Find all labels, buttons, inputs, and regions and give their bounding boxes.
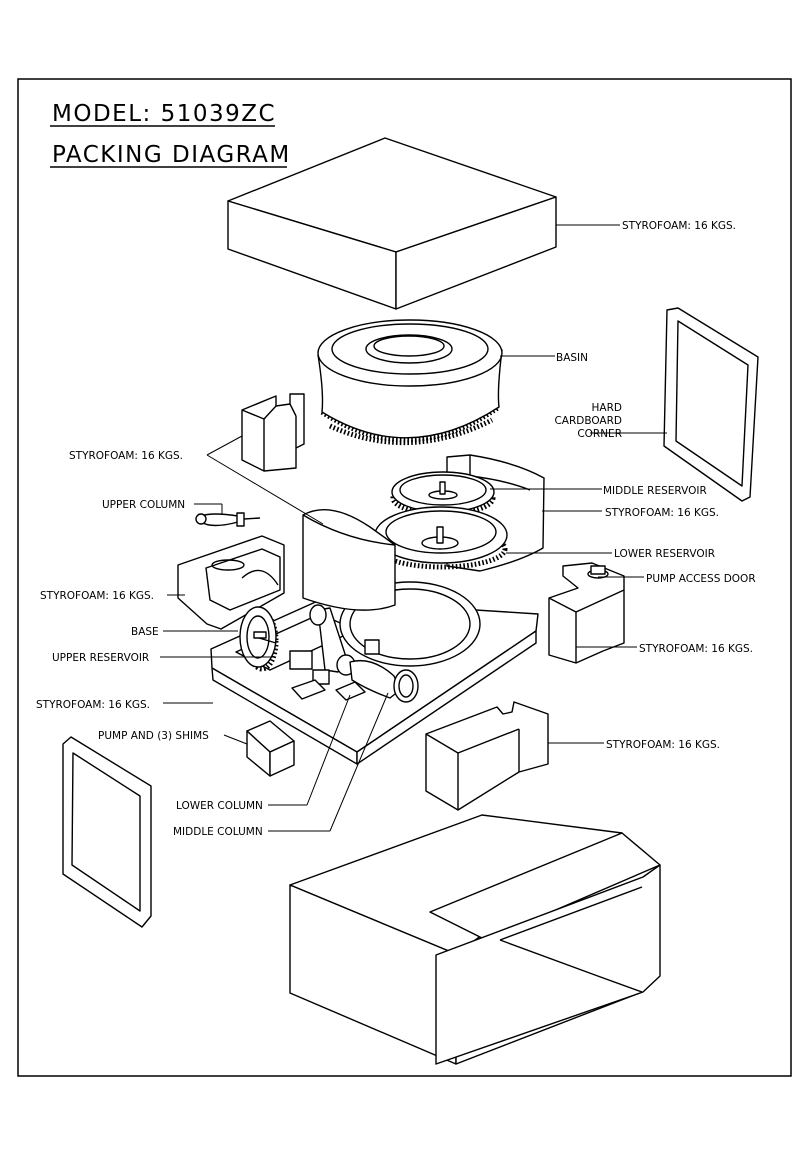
model-title: MODEL: 51039ZC bbox=[52, 101, 276, 127]
label-pump-and-shims: PUMP AND (3) SHIMS bbox=[98, 730, 209, 742]
label-base: BASE bbox=[131, 626, 159, 638]
label-middle-reservoir: MIDDLE RESERVOIR bbox=[603, 485, 707, 497]
leader-lines bbox=[160, 224, 667, 832]
label-styrofoam-top: STYROFOAM: 16 KGS. bbox=[622, 220, 736, 232]
styrofoam-left-corner-block bbox=[241, 393, 305, 472]
label-styrofoam-right-block: STYROFOAM: 16 KGS. bbox=[639, 643, 753, 655]
small-column-parts bbox=[289, 650, 366, 701]
label-cardboard: CARDBOARD bbox=[554, 415, 622, 427]
label-styrofoam-bottom-tray: STYROFOAM: 16 KGS. bbox=[36, 699, 150, 711]
label-lower-column: LOWER COLUMN bbox=[176, 800, 263, 812]
lower-reservoir bbox=[374, 506, 508, 570]
packing-diagram-title: PACKING DIAGRAM bbox=[52, 142, 291, 168]
label-upper-reservoir: UPPER RESERVOIR bbox=[52, 652, 149, 664]
label-lower-reservoir: LOWER RESERVOIR bbox=[614, 548, 715, 560]
cardboard-corner-left bbox=[62, 736, 152, 928]
label-styrofoam-reservoir-tray: STYROFOAM: 16 KGS. bbox=[605, 507, 719, 519]
upper-reservoir bbox=[239, 606, 279, 672]
label-corner: CORNER bbox=[577, 428, 622, 440]
label-styrofoam-column-tray: STYROFOAM: 16 KGS. bbox=[40, 590, 154, 602]
page-border bbox=[17, 78, 792, 1077]
label-upper-column: UPPER COLUMN bbox=[102, 499, 185, 511]
label-styrofoam-lower-right-block: STYROFOAM: 16 KGS. bbox=[606, 739, 720, 751]
label-pump-access-door: PUMP ACCESS DOOR bbox=[646, 573, 756, 585]
cardboard-corner-right bbox=[663, 307, 759, 502]
label-middle-column: MIDDLE COLUMN bbox=[173, 826, 263, 838]
label-styrofoam-left-block: STYROFOAM: 16 KGS. bbox=[69, 450, 183, 462]
shipping-carton bbox=[289, 814, 661, 1065]
styrofoam-center-block bbox=[302, 508, 396, 611]
label-basin: BASIN bbox=[556, 352, 588, 364]
lower-column-part bbox=[309, 604, 356, 676]
middle-column-part bbox=[349, 639, 419, 703]
styrofoam-right-block bbox=[548, 562, 625, 664]
top-styrofoam-lid bbox=[227, 137, 557, 310]
pump-and-shims bbox=[246, 720, 295, 777]
upper-column bbox=[195, 512, 261, 527]
label-hard: HARD bbox=[592, 402, 622, 414]
basin bbox=[317, 319, 503, 446]
styrofoam-lower-right-block bbox=[425, 701, 549, 811]
middle-reservoir bbox=[390, 471, 496, 517]
